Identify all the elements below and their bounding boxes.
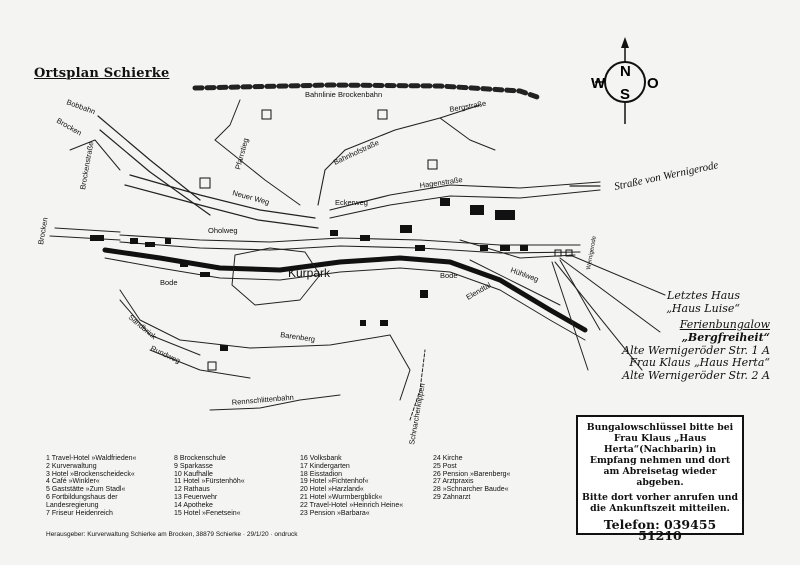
label-rundweg: Rundweg [149, 344, 182, 366]
label-eckerweg: Eckerweg [335, 198, 368, 207]
label-wernigerode-small: Wernigerode [586, 235, 598, 270]
label-hagenstrasse: Hagenstraße [419, 175, 463, 190]
label-brockenstrasse: Brockenstraße [78, 141, 95, 191]
legend-column-1: 1 Travel-Hotel »Waldfrieden«2 Kurverwalt… [46, 455, 137, 517]
label-elendtal: Elendtal [465, 280, 493, 302]
label-bergstrasse: Bergstraße [449, 99, 487, 114]
compass-n: N [620, 63, 631, 80]
callout-haus-herta: Frau Klaus „Haus Herta“ Alte Wernigeröde… [622, 356, 770, 382]
callout-haus-luise: Letztes Haus „Haus Luise“ [666, 289, 740, 315]
label-kurpark: Kurpark [288, 266, 331, 280]
compass-s: S [620, 86, 630, 103]
map-title: Ortsplan Schierke [34, 66, 170, 81]
compass-w: W [591, 75, 606, 92]
label-bahnhofstrasse: Bahnhofstraße [332, 138, 380, 167]
publisher-line: Herausgeber: Kurverwaltung Schierke am B… [46, 531, 298, 538]
label-bahnlinie: Bahnlinie Brockenbahn [305, 90, 382, 99]
label-bobbahn: Bobbahn [65, 97, 96, 116]
railway-line [192, 82, 543, 101]
label-hohlweg: Hühlweg [509, 265, 540, 283]
key-info-box: Bungalowschlüssel bitte bei Frau Klaus „… [576, 415, 744, 542]
bode-river [102, 247, 588, 333]
label-brocken-left: Brocken [36, 217, 50, 246]
label-bode-1: Bode [160, 278, 178, 287]
info-call-ahead: Bitte dort vorher anrufen und die Ankunf… [582, 492, 738, 514]
label-oholweg: Oholweg [208, 226, 238, 235]
label-barenberg: Barenberg [280, 330, 316, 344]
label-strasse-wernigerode: Straße von Wernigerode [613, 159, 719, 193]
label-schnarcherklippen: Schnarcherklippen [407, 383, 427, 446]
compass: N W O S [591, 37, 659, 124]
compass-o: O [647, 75, 659, 92]
label-brocken-top: Brocken [55, 116, 83, 138]
info-phone: Telefon: 039455 51210 [603, 517, 717, 543]
label-bode-2: Bode [440, 271, 458, 280]
callout-bergfreiheit: Ferienbungalow „Bergfreiheit“ Alte Werni… [622, 318, 770, 357]
label-rennschlittenbahn: Rennschlittenbahn [231, 393, 294, 407]
info-key-pickup: Bungalowschlüssel bitte bei Frau Klaus „… [586, 422, 734, 488]
